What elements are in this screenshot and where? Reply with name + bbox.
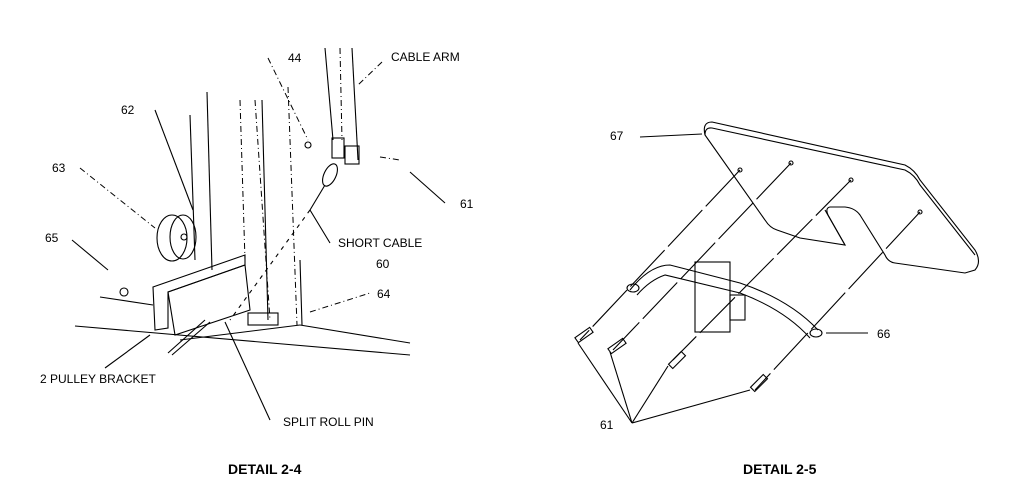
detail-2-5-drawing xyxy=(574,121,980,424)
detail-2-5-labels: 67 66 61 DETAIL 2-5 xyxy=(600,129,891,477)
label-pulley-bracket: 2 PULLEY BRACKET xyxy=(40,372,156,386)
part-label-64: 64 xyxy=(377,287,391,301)
detail-2-4-drawing xyxy=(71,47,446,421)
label-split-roll-pin: SPLIT ROLL PIN xyxy=(283,415,374,429)
part-label-66: 66 xyxy=(877,327,891,341)
detail-2-4-labels: 44 CABLE ARM 62 63 65 61 SHORT CABLE 60 … xyxy=(40,50,474,477)
label-short-cable: SHORT CABLE xyxy=(338,236,422,250)
part-label-44: 44 xyxy=(288,51,302,65)
part-label-65: 65 xyxy=(45,231,59,245)
label-cable-arm: CABLE ARM xyxy=(391,50,460,64)
caption-detail-2-4: DETAIL 2-4 xyxy=(228,461,302,477)
caption-detail-2-5: DETAIL 2-5 xyxy=(743,461,817,477)
part-label-61-left: 61 xyxy=(460,197,474,211)
part-label-62: 62 xyxy=(121,103,135,117)
screw-icons xyxy=(574,326,769,393)
part-label-67: 67 xyxy=(610,129,624,143)
part-label-61-right: 61 xyxy=(600,418,614,432)
part-label-63: 63 xyxy=(52,161,66,175)
part-label-60: 60 xyxy=(376,257,390,271)
